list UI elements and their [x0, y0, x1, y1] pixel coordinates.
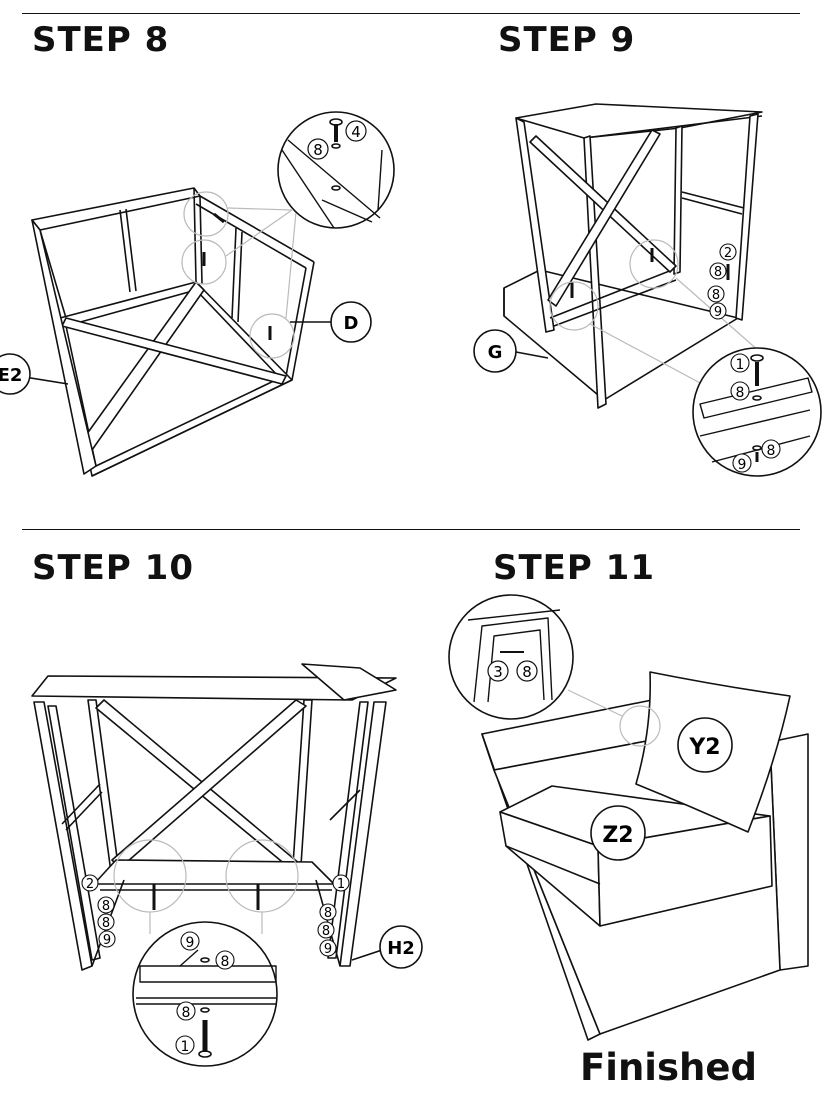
step-11-part-label-z2: Z2 [590, 805, 646, 861]
step-10-callout-8c: 8 [319, 903, 337, 921]
step-9-part-label-g: G [473, 329, 517, 373]
svg-text:1: 1 [736, 357, 745, 373]
svg-text:G: G [488, 342, 503, 363]
svg-text:9: 9 [738, 457, 747, 473]
svg-text:8: 8 [182, 1005, 191, 1021]
step-10-detail-callout-8a: 8 [215, 950, 235, 970]
step-10-detail-callout-8b: 8 [176, 1001, 196, 1021]
step-9-detail-callout-9: 9 [732, 453, 752, 473]
svg-text:9: 9 [324, 942, 332, 957]
step-10-callout-8a: 8 [97, 896, 115, 914]
step-8-callout-4: 4 [345, 120, 367, 142]
svg-text:8: 8 [102, 899, 110, 914]
step-9-callout-8a: 8 [709, 262, 727, 280]
svg-text:8: 8 [322, 924, 330, 939]
svg-text:8: 8 [102, 916, 110, 931]
svg-text:8: 8 [712, 288, 720, 303]
svg-text:2: 2 [86, 877, 94, 892]
middle-divider [22, 529, 800, 530]
svg-text:E2: E2 [0, 365, 22, 386]
step-10-callout-2: 2 [81, 874, 99, 892]
step-10-callout-8d: 8 [317, 921, 335, 939]
svg-text:8: 8 [767, 443, 776, 459]
svg-text:8: 8 [324, 906, 332, 921]
step-9-diagram [503, 103, 822, 477]
svg-text:8: 8 [714, 265, 722, 280]
step-8-part-label-e2: E2 [0, 353, 31, 395]
step-10-callout-1: 1 [332, 874, 350, 892]
svg-text:D: D [344, 313, 359, 334]
step-10-part-label-h2: H2 [379, 925, 423, 969]
step-10-detail-callout-9: 9 [180, 931, 200, 951]
svg-text:1: 1 [181, 1039, 190, 1055]
svg-text:1: 1 [337, 877, 345, 892]
step-8-title: STEP 8 [32, 20, 170, 60]
step-8-diagram [5, 111, 395, 477]
step-10-callout-9b: 9 [319, 939, 337, 957]
svg-text:2: 2 [724, 246, 732, 261]
svg-text:H2: H2 [387, 938, 415, 959]
step-11-title: STEP 11 [493, 548, 655, 588]
svg-text:8: 8 [522, 663, 532, 681]
svg-text:8: 8 [221, 954, 230, 970]
svg-text:3: 3 [493, 663, 503, 681]
step-11-callout-8: 8 [516, 660, 538, 682]
step-10-detail-callout-1: 1 [175, 1035, 195, 1055]
step-8-part-label-d: D [330, 301, 372, 343]
step-10-callout-8b: 8 [97, 913, 115, 931]
step-9-detail-callout-8a: 8 [730, 381, 750, 401]
step-11-callout-3: 3 [487, 660, 509, 682]
svg-text:8: 8 [736, 385, 745, 401]
svg-text:9: 9 [186, 935, 195, 951]
step-9-title: STEP 9 [498, 20, 636, 60]
step-10-title: STEP 10 [32, 548, 194, 588]
step-10-diagram [31, 663, 397, 1067]
step-11-part-label-y2: Y2 [677, 717, 733, 773]
step-9-callout-8b: 8 [707, 285, 725, 303]
top-divider [22, 13, 800, 14]
step-8-callout-8: 8 [307, 138, 329, 160]
svg-text:Y2: Y2 [688, 735, 720, 760]
svg-text:8: 8 [313, 141, 323, 159]
svg-text:Z2: Z2 [602, 823, 633, 848]
step-9-callout-2: 2 [719, 243, 737, 261]
svg-text:4: 4 [351, 123, 361, 141]
step-11-diagram [448, 594, 809, 1041]
step-9-callout-9: 9 [709, 302, 727, 320]
finished-label: Finished [580, 1046, 757, 1089]
step-9-detail-callout-8b: 8 [761, 439, 781, 459]
step-9-detail-callout-1: 1 [730, 353, 750, 373]
svg-text:9: 9 [714, 305, 722, 320]
svg-text:9: 9 [103, 933, 111, 948]
step-10-callout-9: 9 [98, 930, 116, 948]
